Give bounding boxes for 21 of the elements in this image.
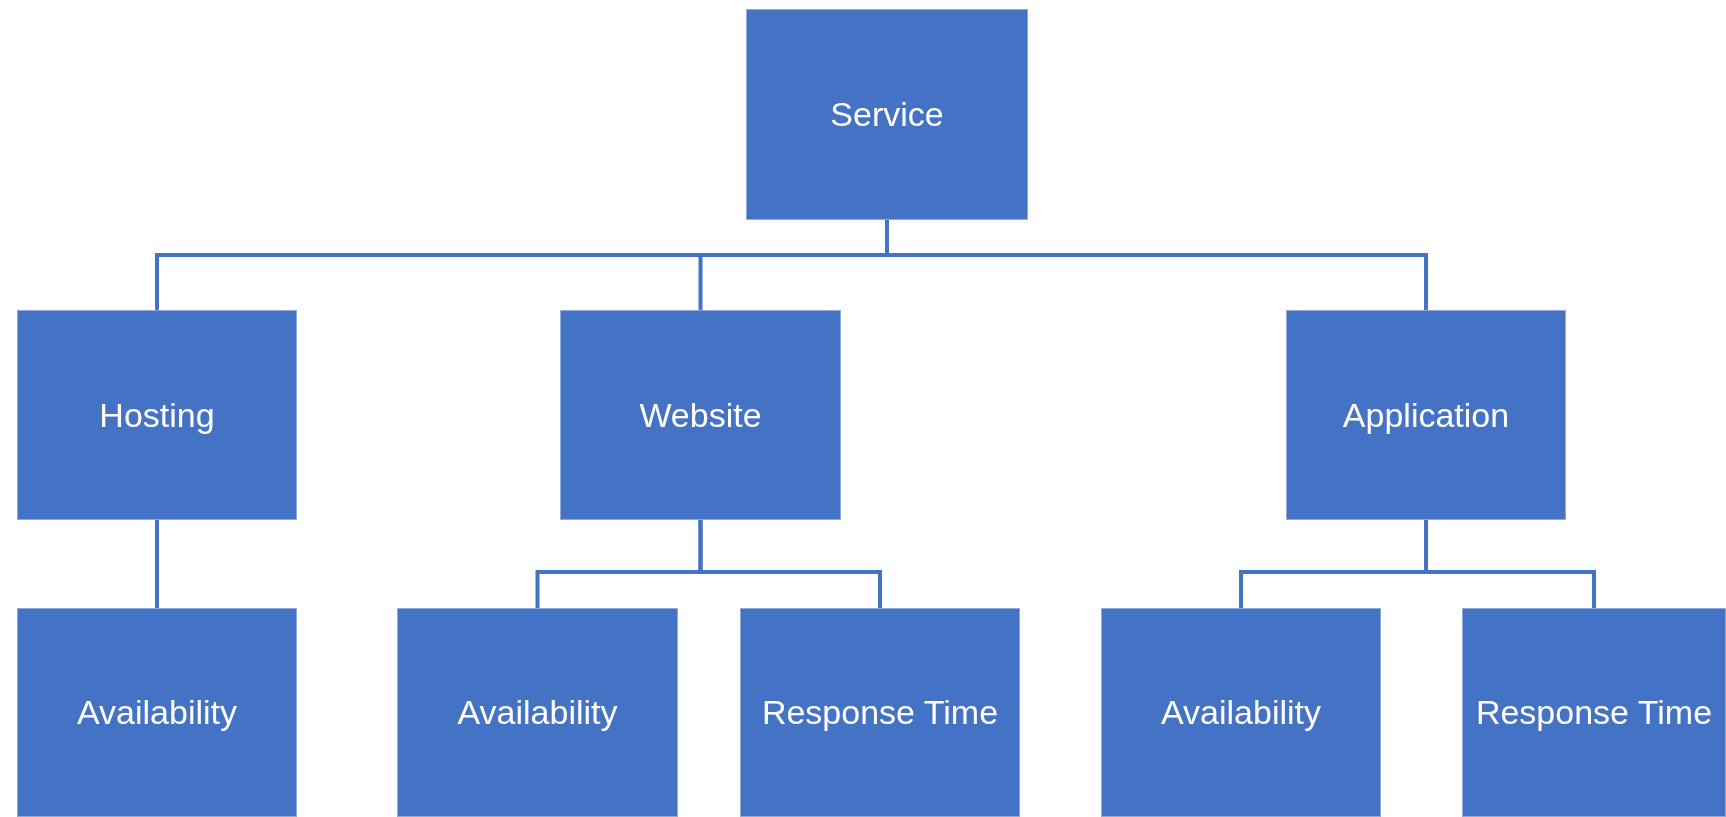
category-box bbox=[17, 608, 297, 817]
category-box bbox=[746, 9, 1028, 220]
category-box bbox=[560, 310, 841, 520]
category-box bbox=[740, 608, 1020, 817]
category-box bbox=[1286, 310, 1566, 520]
category-box bbox=[1101, 608, 1381, 817]
box-label: Application bbox=[1341, 394, 1511, 436]
connector-line bbox=[698, 520, 882, 608]
connector-line bbox=[1424, 520, 1596, 608]
connector-line bbox=[155, 520, 159, 608]
box-label: Service bbox=[829, 94, 945, 136]
box-label: Response Time bbox=[760, 692, 1000, 734]
category-box bbox=[17, 310, 297, 520]
box-label: Hosting bbox=[98, 394, 216, 436]
box-label: Response Time bbox=[1474, 692, 1714, 734]
category-box bbox=[397, 608, 678, 817]
box-label: Availability bbox=[1160, 692, 1322, 734]
box-label: Website bbox=[638, 394, 763, 436]
box-label: Availability bbox=[456, 692, 619, 734]
box-label: Availability bbox=[76, 692, 238, 734]
category-box bbox=[1462, 608, 1726, 817]
